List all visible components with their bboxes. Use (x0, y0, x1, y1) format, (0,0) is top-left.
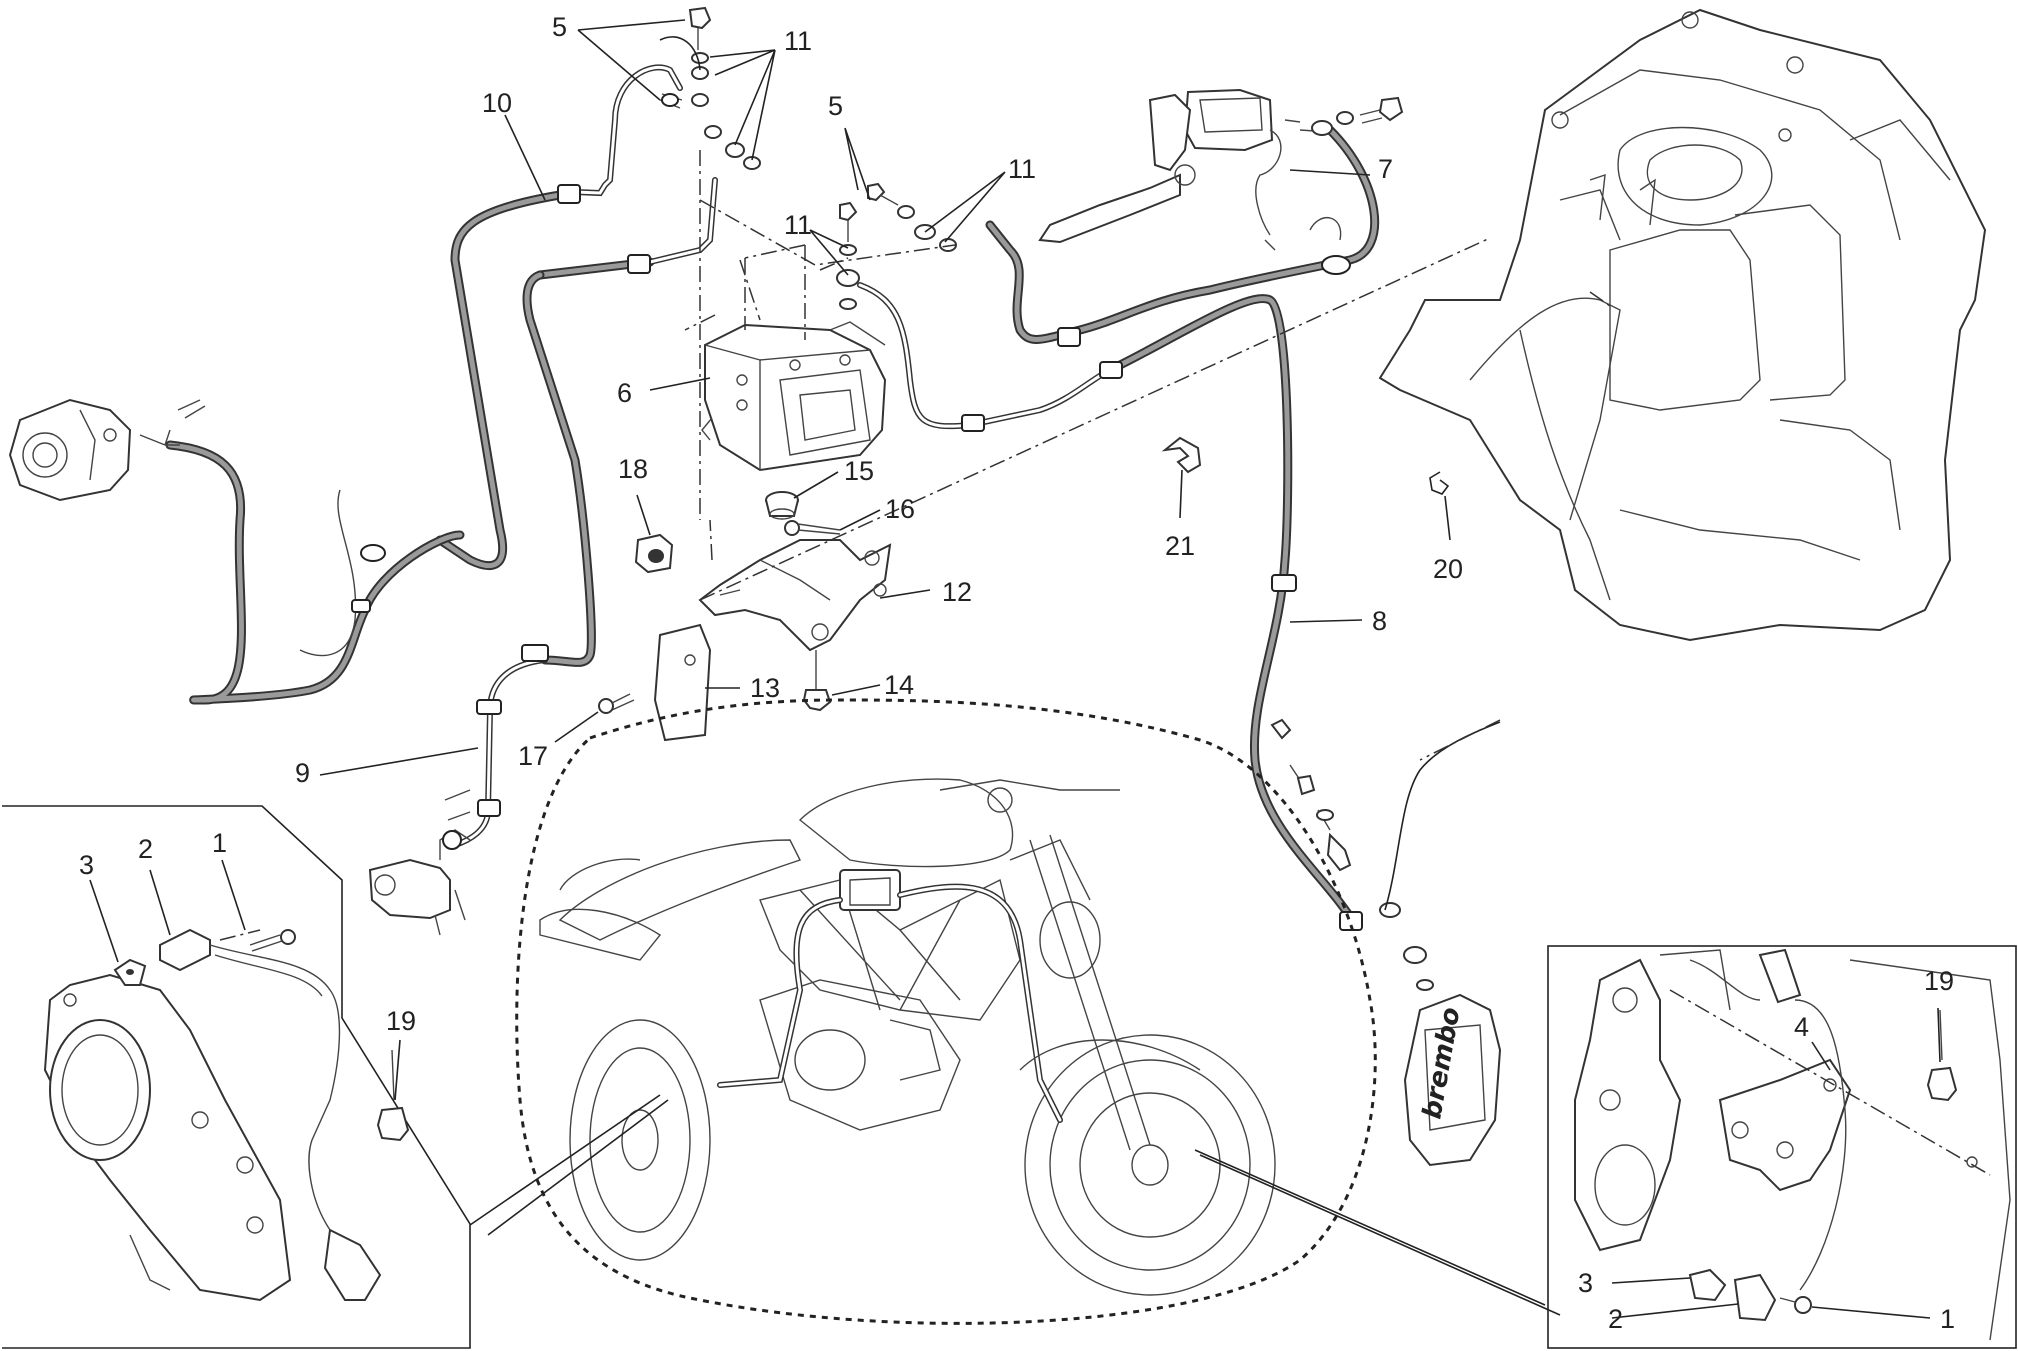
callout-2-left: 2 (138, 834, 153, 864)
abs-mounting-bracket (698, 539, 892, 652)
brake-line-7 (985, 125, 1380, 347)
grommet-15 (765, 491, 799, 520)
front-wheel-sensor-inset (1547, 945, 2017, 1349)
fuel-tank-assembly (1378, 8, 1987, 642)
brake-line-9 (452, 177, 718, 848)
abs-modulator-unit (701, 321, 887, 472)
callout-13: 13 (750, 673, 780, 703)
callout-12: 12 (942, 577, 972, 607)
brake-line-10 (435, 64, 683, 570)
callout-11-right: 11 (1008, 154, 1036, 184)
callout-7: 7 (1378, 154, 1393, 184)
callout-3-left: 3 (79, 850, 94, 880)
callout-10: 10 (482, 88, 512, 118)
bolt-17 (598, 693, 635, 714)
leader-lines (89, 19, 1941, 1319)
banjo-fittings-top (659, 6, 761, 170)
callout-21: 21 (1165, 531, 1195, 561)
callout-17: 17 (518, 741, 548, 771)
abs-outlet-line (857, 282, 1113, 432)
callout-9: 9 (295, 758, 310, 788)
callout-14: 14 (884, 670, 914, 700)
rear-master-cylinder (368, 789, 471, 936)
callout-3-right: 3 (1578, 1268, 1593, 1298)
caliper-fittings (1270, 718, 1501, 991)
callout-11-mid: 11 (784, 210, 812, 240)
callout-5-top: 5 (552, 12, 567, 42)
callout-4-right: 4 (1794, 1012, 1809, 1042)
front-brake-caliper: brembo (1403, 993, 1502, 1167)
hose-clip-21 (1161, 436, 1202, 474)
rear-brake-caliper (8, 398, 206, 502)
callout-15: 15 (844, 456, 874, 486)
motorcycle-overview (469, 698, 1561, 1325)
construction-lines (684, 150, 1611, 761)
callout-20: 20 (1433, 554, 1463, 584)
callout-2-right: 2 (1608, 1304, 1623, 1334)
callout-1-left: 1 (212, 828, 227, 858)
callout-11-top: 11 (784, 26, 812, 56)
bolt-16 (784, 520, 841, 536)
callout-8: 8 (1372, 606, 1387, 636)
rear-wheel-sensor-inset (2, 805, 471, 1349)
callout-19-left: 19 (386, 1006, 416, 1036)
brake-line-8 (1099, 294, 1363, 931)
callout-18: 18 (618, 454, 648, 484)
callout-6: 6 (617, 378, 632, 408)
plate-13 (653, 623, 712, 742)
callout-19-right: 19 (1924, 966, 1954, 996)
callout-labels: 5 11 10 5 11 11 7 6 18 15 16 21 20 12 8 … (79, 12, 1955, 1334)
callout-5-mid: 5 (828, 91, 843, 121)
front-master-cylinder (1038, 88, 1404, 251)
rear-caliper-hose (165, 440, 465, 705)
callout-1-right: 1 (1940, 1304, 1955, 1334)
banjo-fittings-middle (836, 182, 957, 310)
callout-16: 16 (885, 494, 915, 524)
hose-clip-20 (1429, 471, 1450, 495)
rubber-mount-18 (634, 533, 674, 574)
